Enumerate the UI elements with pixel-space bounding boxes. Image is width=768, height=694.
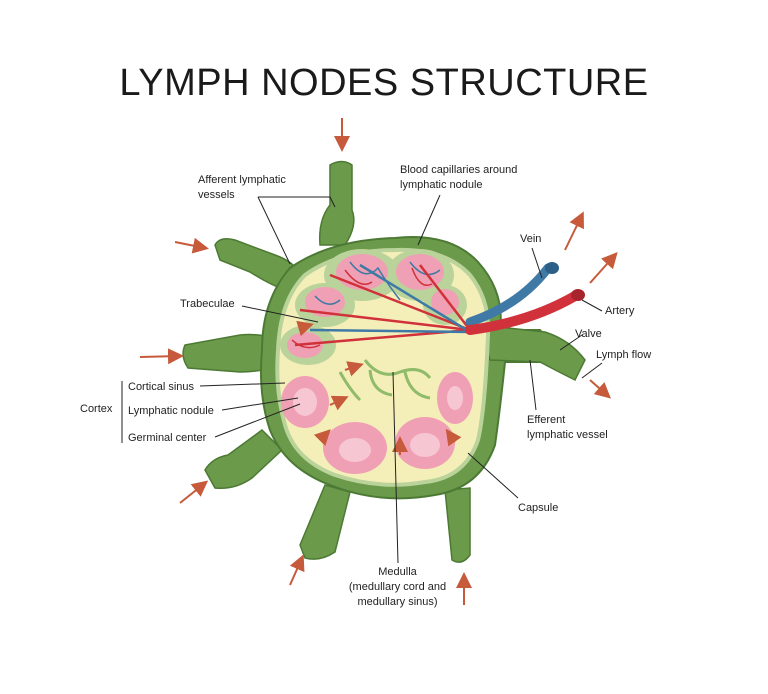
leader-lines — [121, 194, 603, 564]
diagram-title: LYMPH NODES STRUCTURE — [119, 62, 649, 104]
efferent-vessel — [478, 324, 586, 382]
label-cortical-sinus: Cortical sinus — [128, 381, 195, 393]
label-medulla: Medulla (medullary cord and medullary si… — [348, 566, 447, 608]
label-lymphatic-nodule: Lymphatic nodule — [128, 405, 214, 417]
label-lymph-flow: Lymph flow — [596, 349, 652, 361]
label-artery: Artery — [605, 305, 635, 317]
afferent-vessels — [182, 160, 471, 563]
label-cortex: Cortex — [80, 403, 113, 415]
label-germinal-center: Germinal center — [128, 432, 207, 444]
artery — [465, 291, 580, 335]
label-afferent-vessels: Afferent lymphatic vessels — [198, 174, 286, 201]
afferent-vessel-top — [318, 160, 355, 246]
afferent-vessel-bottom — [444, 487, 471, 563]
upper-lobes — [280, 249, 467, 365]
vein — [465, 263, 553, 327]
capillaries — [291, 261, 441, 349]
label-trabeculae: Trabeculae — [180, 298, 235, 310]
label-blood-capillaries: Blood capillaries around lymphatic nodul… — [400, 164, 518, 191]
afferent-vessel-bottom-left — [299, 484, 351, 560]
lower-nodules — [281, 372, 473, 474]
label-capsule: Capsule — [518, 502, 559, 514]
label-valve: Valve — [575, 328, 602, 340]
label-efferent-vessel: Efferent lymphatic vessel — [527, 414, 608, 441]
medulla — [338, 359, 432, 402]
lymph-flow-arrows — [139, 118, 618, 605]
afferent-vessel-lower-left — [204, 429, 284, 490]
radial-vessels — [294, 263, 471, 347]
label-vein: Vein — [520, 233, 542, 245]
